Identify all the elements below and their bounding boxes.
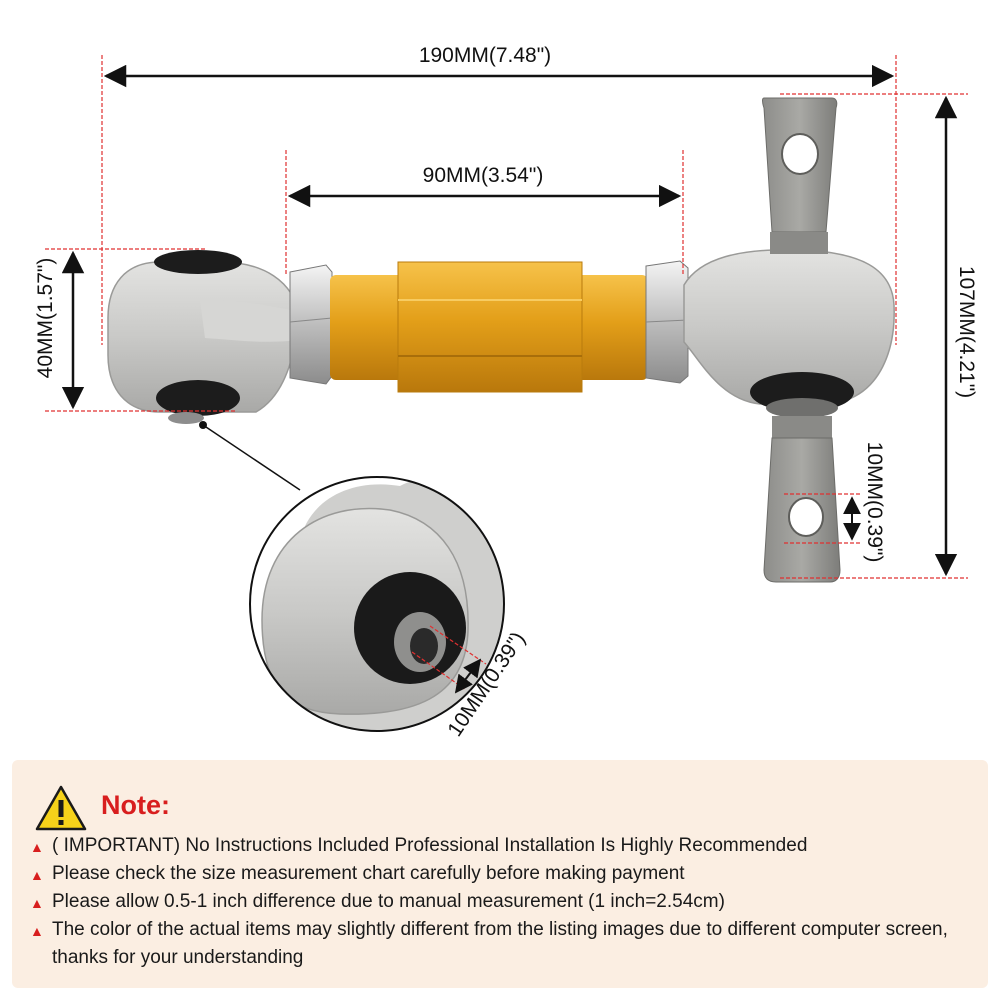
zoom-detail: 10MM(0.39") xyxy=(202,424,530,741)
note-item-text: The color of the actual items may slight… xyxy=(52,919,948,968)
overall-length-label: 190MM(7.48") xyxy=(419,44,551,67)
note-title: Note: xyxy=(101,790,170,820)
red-triangle-bullet-icon: ▲ xyxy=(30,867,44,883)
bracket-height-dimension: 107MM(4.21") xyxy=(780,93,978,579)
lower-mounting-tab xyxy=(763,416,841,583)
control-arm xyxy=(107,97,895,583)
note-list: ▲ ( IMPORTANT) No Instructions Included … xyxy=(30,832,980,972)
adjuster-length-dimension: 90MM(3.54") xyxy=(285,150,684,275)
note-item: ▲ Please allow 0.5-1 inch difference due… xyxy=(30,888,980,916)
product-figure: 190MM(7.48") 90MM(3.54") 40MM(1.57") 107… xyxy=(34,44,978,741)
red-triangle-bullet-icon: ▲ xyxy=(30,895,44,911)
right-lock-nut xyxy=(645,260,689,384)
left-lock-nut xyxy=(289,264,333,385)
note-item: ▲ ( IMPORTANT) No Instructions Included … xyxy=(30,832,980,860)
adjuster-length-label: 90MM(3.54") xyxy=(423,164,544,187)
note-item-text: Please check the size measurement chart … xyxy=(52,863,685,884)
note-panel: Note: ▲ ( IMPORTANT) No Instructions Inc… xyxy=(12,760,988,988)
red-triangle-bullet-icon: ▲ xyxy=(30,923,44,939)
bushing-height-label: 40MM(1.57") xyxy=(34,258,57,379)
note-item-text: ( IMPORTANT) No Instructions Included Pr… xyxy=(52,835,808,856)
left-eyelet xyxy=(107,250,301,429)
note-item: ▲ The color of the actual items may slig… xyxy=(30,916,980,972)
upper-mounting-tab xyxy=(762,97,838,254)
zoom-leader-line xyxy=(202,424,301,491)
note-item: ▲ Please check the size measurement char… xyxy=(30,860,980,888)
gold-adjuster-sleeve xyxy=(330,261,648,393)
bracket-hole-label: 10MM(0.39") xyxy=(863,442,886,563)
bushing-height-dimension: 40MM(1.57") xyxy=(34,248,235,412)
bracket-hole-dimension: 10MM(0.39") xyxy=(784,442,886,563)
bracket-height-label: 107MM(4.21") xyxy=(955,266,978,398)
warning-triangle-icon xyxy=(35,785,87,831)
right-eyelet xyxy=(683,249,895,418)
overall-length-dimension: 190MM(7.48") xyxy=(101,44,897,345)
note-item-text: Please allow 0.5-1 inch difference due t… xyxy=(52,891,725,912)
red-triangle-bullet-icon: ▲ xyxy=(30,839,44,855)
